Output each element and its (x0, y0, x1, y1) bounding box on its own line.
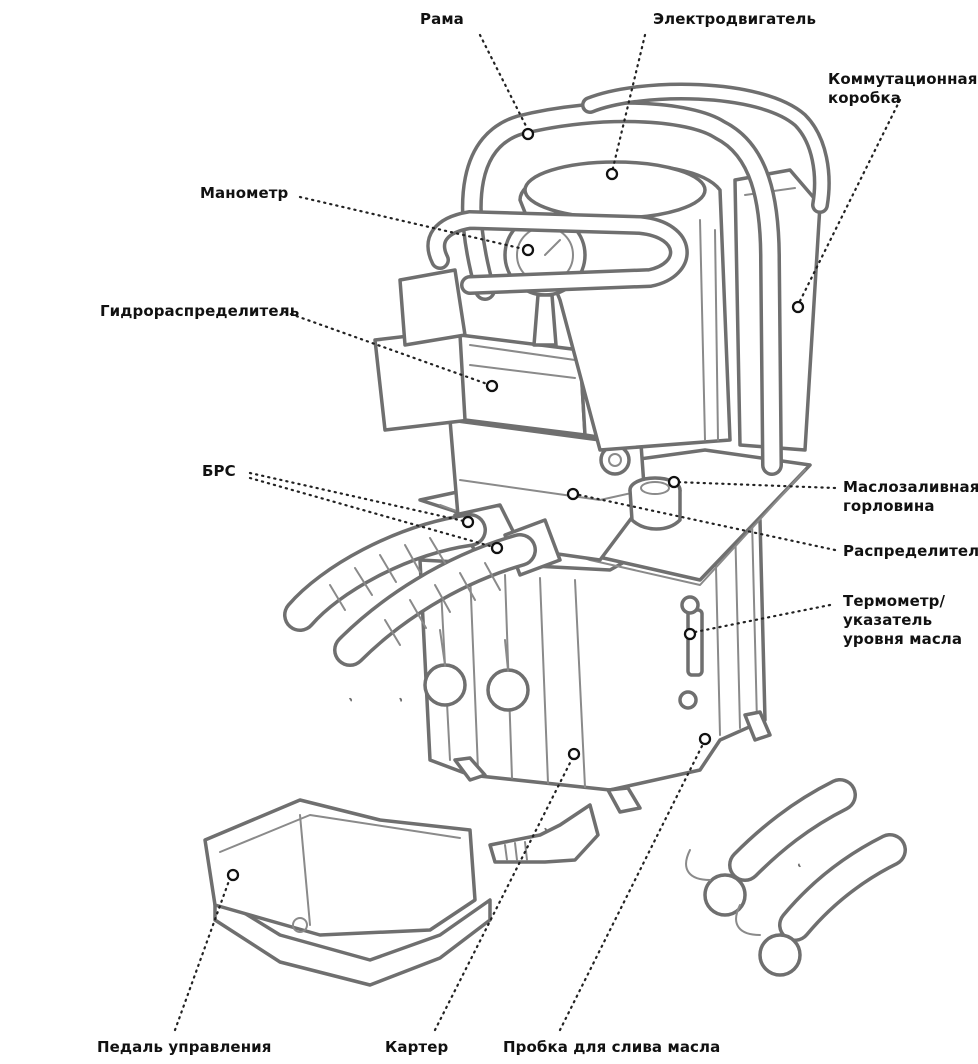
left-hose-loop (18, 585, 402, 856)
marker-distributor (566, 487, 580, 501)
label-oil-filler-line1: Маслозаливная (843, 478, 978, 496)
label-oil-filler-line2: горловина (843, 497, 935, 515)
label-quick-coupling: БРС (202, 462, 236, 480)
frame-handle (426, 82, 831, 476)
marker-crankcase (567, 747, 581, 761)
label-thermometer-line1: Термометр/ (843, 592, 946, 610)
right-couplers (685, 778, 907, 977)
label-crankcase: Картер (385, 1038, 449, 1056)
pump-caps (423, 629, 530, 712)
label-junction-box-line2: коробка (828, 89, 902, 107)
label-frame: Рама (420, 10, 464, 28)
oil-filler-neck (628, 476, 682, 531)
marker-frame (521, 127, 535, 141)
label-gauge: Манометр (200, 184, 289, 202)
marker-oil-filler (667, 475, 681, 489)
label-pedal: Педаль управления (97, 1038, 272, 1056)
label-distributor: Распределитель (843, 542, 978, 560)
label-junction-box: Коммутационная коробка (828, 70, 978, 108)
label-motor: Электродвигатель (653, 10, 817, 28)
marker-drain-plug (698, 732, 712, 746)
quick-couplings (283, 503, 562, 667)
label-thermometer-line3: уровня масла (843, 630, 963, 648)
marker-pedal (226, 868, 240, 882)
label-hydro-valve: Гидрораспределитель (100, 302, 300, 320)
marker-coupling-1 (461, 515, 475, 529)
marker-junction-box (791, 300, 805, 314)
marker-motor (605, 167, 619, 181)
label-drain-plug: Пробка для слива масла (503, 1038, 721, 1056)
marker-coupling-2 (490, 541, 504, 555)
leader-lines (173, 33, 902, 1032)
foot-pedal (203, 798, 600, 987)
marker-thermometer (683, 627, 697, 641)
label-junction-box-line1: Коммутационная (828, 70, 978, 88)
marker-gauge (521, 243, 535, 257)
markers (226, 127, 805, 882)
marker-hydro-valve (485, 379, 499, 393)
label-thermometer: Термометр/ указатель уровня масла (843, 592, 962, 649)
label-thermometer-line2: указатель (843, 611, 933, 629)
label-oil-filler: Маслозаливная горловина (843, 478, 978, 516)
